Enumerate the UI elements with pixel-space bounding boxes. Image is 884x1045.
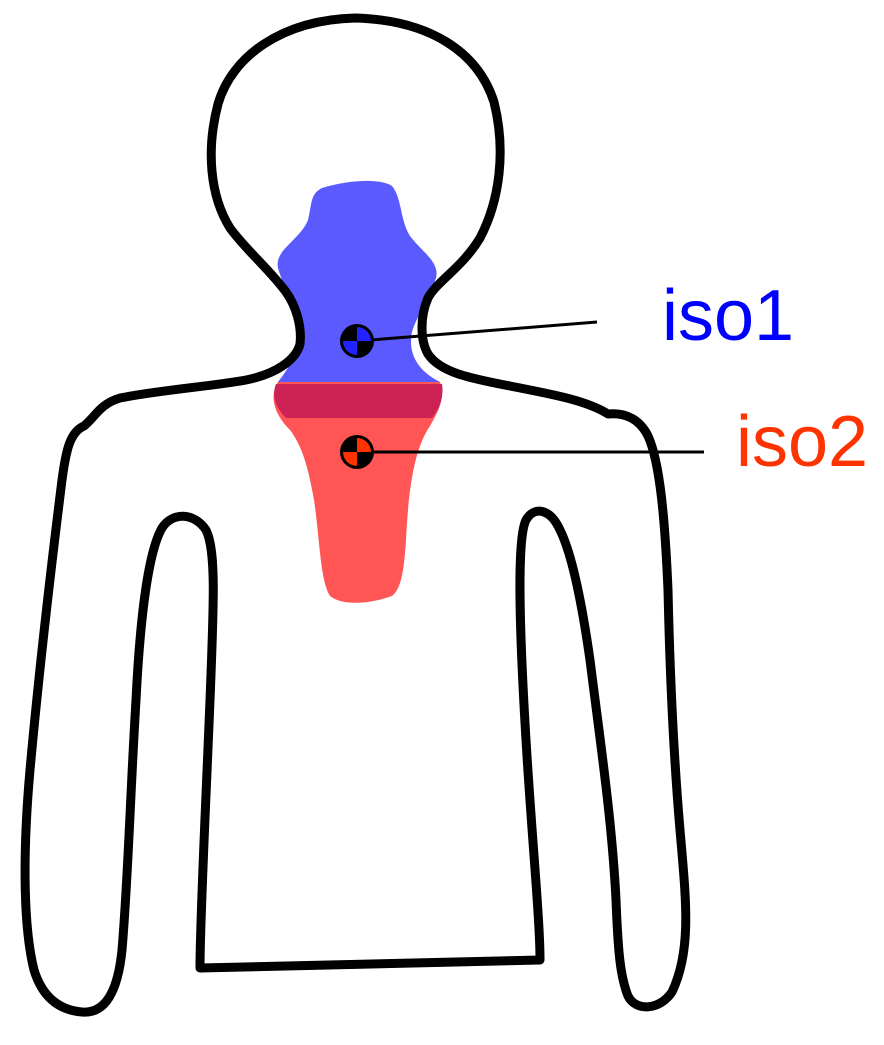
iso1-label: iso1 <box>662 276 794 356</box>
iso2-label: iso2 <box>736 402 868 482</box>
overlap-region <box>274 384 442 418</box>
iso1-marker-icon <box>340 324 374 358</box>
iso2-marker-icon <box>340 435 374 469</box>
